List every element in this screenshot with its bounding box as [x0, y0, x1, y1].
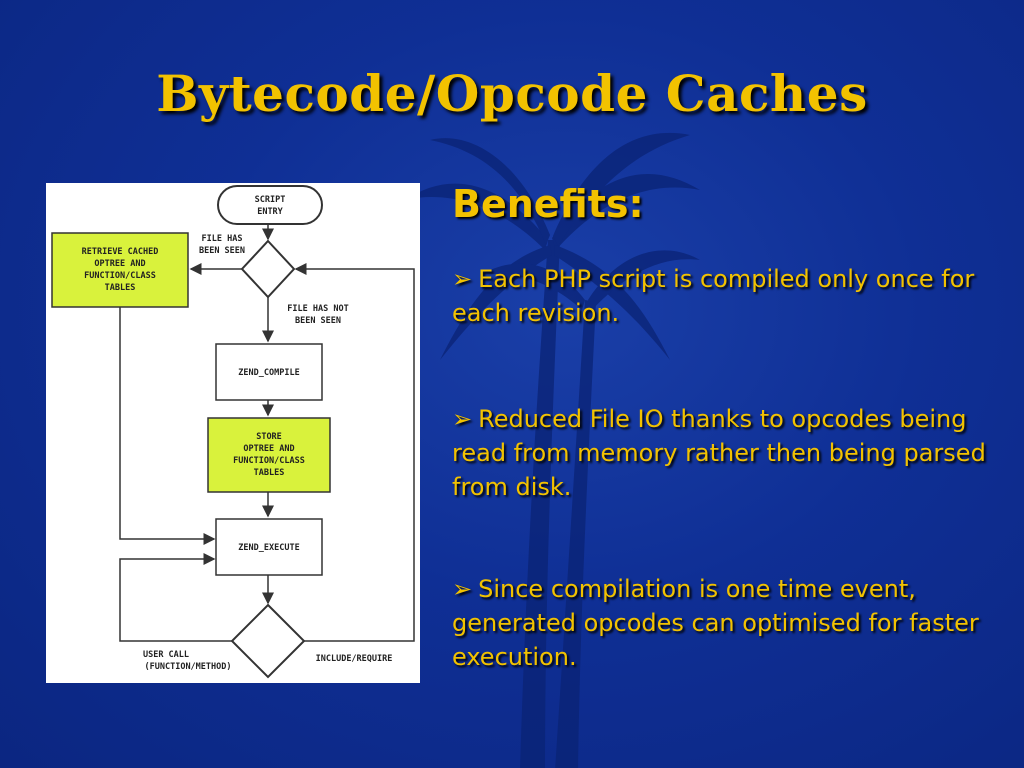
bullet-2-text: Reduced File IO thanks to opcodes being … — [452, 405, 986, 501]
svg-text:FUNCTION/CLASS: FUNCTION/CLASS — [233, 456, 305, 466]
benefits-list: Benefits: ➢Each PHP script is compiled o… — [452, 180, 992, 671]
user-call-label-2: (FUNCTION/METHOD) — [145, 662, 232, 672]
svg-text:RETRIEVE CACHED: RETRIEVE CACHED — [82, 247, 159, 257]
svg-text:ZEND_COMPILE: ZEND_COMPILE — [238, 368, 299, 378]
arrow-bullet-icon: ➢ — [452, 575, 473, 603]
zend-execute-node: ZEND_EXECUTE — [215, 518, 323, 576]
script-entry-node: SCRIPT ENTRY — [217, 185, 323, 225]
benefits-heading: Benefits: — [452, 182, 644, 226]
svg-text:OPTREE AND: OPTREE AND — [243, 444, 294, 454]
arrow-bullet-icon: ➢ — [452, 265, 473, 293]
retrieve-cached-node: RETRIEVE CACHED OPTREE AND FUNCTION/CLAS… — [51, 232, 189, 308]
bullet-3-text: Since compilation is one time event, gen… — [452, 575, 979, 671]
file-seen-label: FILE HAS — [202, 234, 243, 244]
slide-title: Bytecode/Opcode Caches — [156, 64, 868, 123]
svg-text:ENTRY: ENTRY — [257, 207, 283, 217]
svg-text:FUNCTION/CLASS: FUNCTION/CLASS — [84, 271, 156, 281]
svg-text:STORE: STORE — [256, 432, 282, 442]
file-not-seen-label-2: BEEN SEEN — [295, 316, 341, 326]
bullet-3: ➢Since compilation is one time event, ge… — [452, 572, 992, 674]
arrow-bullet-icon: ➢ — [452, 405, 473, 433]
file-seen-decision — [240, 239, 296, 299]
svg-text:ZEND_EXECUTE: ZEND_EXECUTE — [238, 543, 299, 553]
svg-text:TABLES: TABLES — [254, 468, 285, 478]
svg-text:OPTREE AND: OPTREE AND — [94, 259, 145, 269]
zend-compile-node: ZEND_COMPILE — [215, 343, 323, 401]
svg-text:TABLES: TABLES — [105, 283, 136, 293]
include-require-label: INCLUDE/REQUIRE — [316, 654, 393, 664]
user-call-label: USER CALL — [143, 650, 189, 660]
file-not-seen-label: FILE HAS NOT — [287, 304, 348, 314]
bullet-1-text: Each PHP script is compiled only once fo… — [452, 265, 975, 327]
bullet-1: ➢Each PHP script is compiled only once f… — [452, 262, 992, 330]
flowchart-diagram: SCRIPT ENTRY FILE HAS BEEN SEEN RETRIEVE… — [46, 183, 420, 683]
call-type-decision — [230, 603, 306, 679]
file-seen-label-2: BEEN SEEN — [199, 246, 245, 256]
store-optree-node: STORE OPTREE AND FUNCTION/CLASS TABLES — [207, 417, 331, 493]
bullet-2: ➢Reduced File IO thanks to opcodes being… — [452, 402, 992, 504]
svg-text:SCRIPT: SCRIPT — [255, 195, 286, 205]
